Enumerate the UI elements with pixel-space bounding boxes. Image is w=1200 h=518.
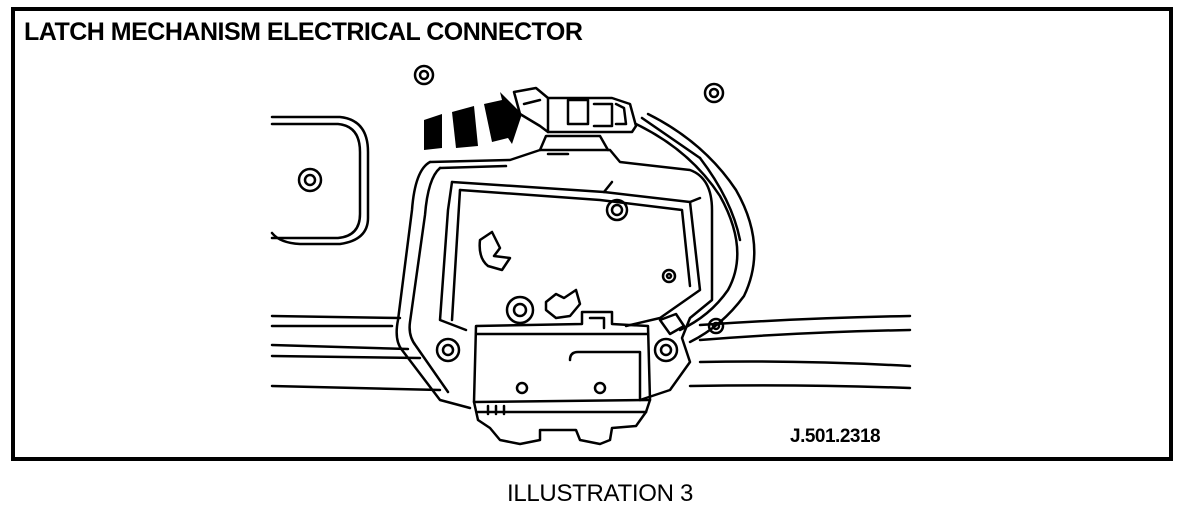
illustration-caption: ILLUSTRATION 3 — [506, 480, 694, 507]
body-fixing-icon — [707, 317, 725, 335]
latch-hook — [478, 230, 512, 272]
body-fixing-icon — [653, 337, 679, 363]
diagram-title: LATCH MECHANISM ELECTRICAL CONNECTOR — [24, 18, 583, 46]
latch-body — [438, 180, 702, 332]
actuator-housing — [472, 310, 652, 446]
fixing-stud-icon — [413, 64, 435, 86]
latch-clip — [544, 288, 582, 320]
body-fixing-icon — [605, 198, 629, 222]
body-fixing-icon — [435, 337, 461, 363]
fixing-stud-icon — [703, 82, 725, 104]
drawing-reference-number: J.501.2318 — [790, 426, 881, 447]
body-fixing-icon — [505, 295, 535, 325]
electrical-connector — [512, 86, 638, 134]
wiring-harness — [634, 112, 756, 344]
trim-panel-fixing-icon — [297, 167, 323, 193]
housing-screw-icon — [593, 381, 607, 395]
disconnect-arrow-icon — [424, 92, 522, 150]
body-fixing-icon — [661, 268, 677, 284]
trim-panel — [270, 115, 370, 246]
latch-illustration — [270, 64, 912, 446]
diagram-frame — [11, 7, 1173, 461]
housing-screw-icon — [515, 381, 529, 395]
cross-member-rails — [270, 314, 912, 392]
